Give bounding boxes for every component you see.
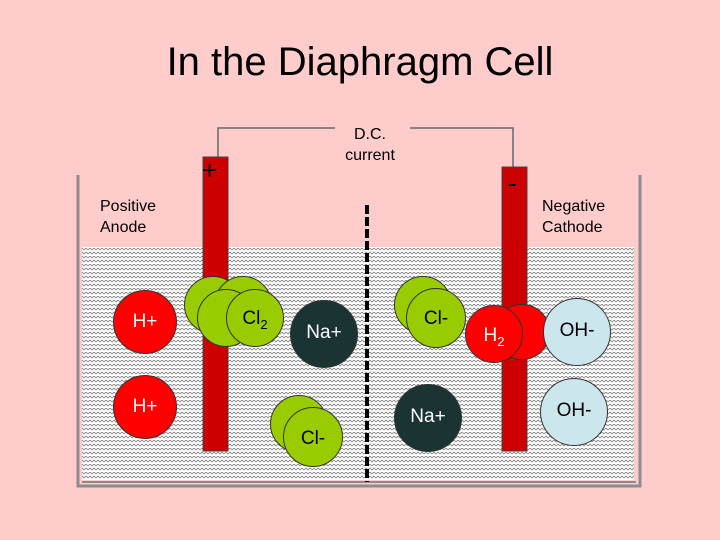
tank xyxy=(76,175,642,488)
sodium-ion xyxy=(290,300,358,368)
hydrogen-ion xyxy=(113,290,177,354)
page-title: In the Diaphragm Cell xyxy=(166,40,554,84)
hydroxide-ion xyxy=(543,298,611,366)
hydrogen-atom xyxy=(465,305,523,363)
sodium-ion xyxy=(394,384,462,452)
chloride-ion xyxy=(406,288,466,348)
chloride-ion-label: Cl- xyxy=(300,428,326,449)
sodium-ion-label: Na+ xyxy=(306,322,342,343)
hydrogen-molecule-label: H2 xyxy=(483,325,505,349)
solution xyxy=(82,247,634,480)
chloride-ion-label: Cl- xyxy=(423,308,449,329)
dc-current-label: D.C. current xyxy=(345,126,395,164)
chlorine-molecule-label: Cl2 xyxy=(242,308,268,332)
cathode-label: Negative Cathode xyxy=(542,198,606,236)
hydrogen-ion-label: H+ xyxy=(132,396,158,417)
hydrogen-ion xyxy=(113,375,177,439)
hydrogen-ion-label: H+ xyxy=(132,311,158,332)
chloride-ion xyxy=(283,407,343,467)
hydroxide-ion-label: OH- xyxy=(556,400,592,421)
cathode-sign: - xyxy=(508,168,517,198)
chlorine-atom xyxy=(226,289,284,347)
anode-label: Positive Anode xyxy=(100,198,157,236)
wire xyxy=(217,127,335,157)
hydroxide-ion-label: OH- xyxy=(559,320,595,341)
hydroxide-ion xyxy=(540,378,608,446)
sodium-ion-label: Na+ xyxy=(410,406,446,427)
anode-sign: + xyxy=(202,155,218,185)
